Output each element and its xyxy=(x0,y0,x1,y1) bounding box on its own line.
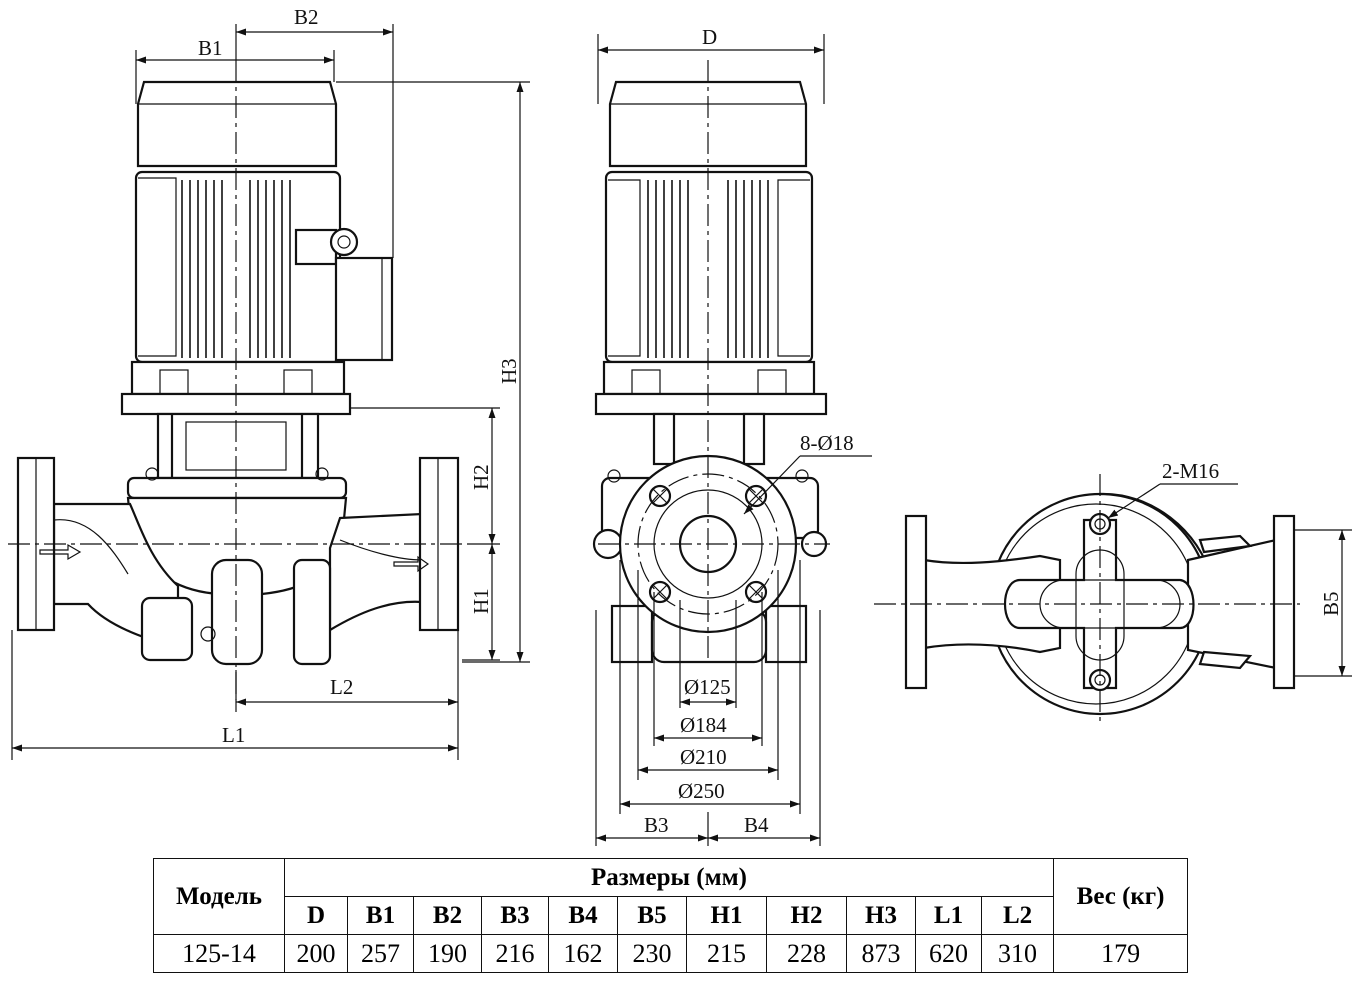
value-cell: 216 xyxy=(481,934,549,973)
label-h1: H1 xyxy=(469,588,493,614)
label-h2: H2 xyxy=(469,464,493,490)
label-d210: Ø210 xyxy=(680,745,727,769)
col-header: H3 xyxy=(846,896,916,935)
col-header: D xyxy=(284,896,348,935)
value-cell: 162 xyxy=(548,934,618,973)
weight-cell: 179 xyxy=(1053,934,1189,973)
front-view xyxy=(592,60,830,664)
side-view xyxy=(8,60,470,700)
col-header: L1 xyxy=(915,896,982,935)
label-d125: Ø125 xyxy=(684,675,731,699)
motor-fins-front xyxy=(647,180,769,358)
label-b3: B3 xyxy=(644,813,669,837)
value-cell: 215 xyxy=(686,934,767,973)
side-view-dimensions: B1 B2 H3 H2 H1 L2 L1 xyxy=(11,5,530,760)
value-cell: 190 xyxy=(413,934,482,973)
label-b2: B2 xyxy=(294,5,319,29)
value-cell: 230 xyxy=(617,934,687,973)
label-b5: B5 xyxy=(1319,591,1343,616)
label-d250: Ø250 xyxy=(678,779,725,803)
col-header: B1 xyxy=(347,896,414,935)
col-header: L2 xyxy=(980,896,1055,935)
model-header: Модель xyxy=(153,858,285,935)
value-cell: 200 xyxy=(284,934,348,973)
col-header: B2 xyxy=(413,896,482,935)
front-view-dimensions: D 8-Ø18 Ø125 Ø184 Ø210 Ø250 B3 B4 xyxy=(595,25,872,846)
label-d184: Ø184 xyxy=(680,713,727,737)
col-header: B3 xyxy=(481,896,549,935)
top-view xyxy=(874,474,1300,724)
dimensions-header: Размеры (мм) xyxy=(283,858,1055,897)
motor-fins-side xyxy=(181,180,291,358)
value-cell: 873 xyxy=(846,934,916,973)
label-l1: L1 xyxy=(222,723,245,747)
label-h3: H3 xyxy=(497,358,521,384)
pump-dimension-drawing: B1 B2 H3 H2 H1 L2 L1 xyxy=(8,5,1352,846)
table-row: 125-14 200 257 190 216 162 230 215 228 8… xyxy=(153,934,1189,973)
label-b1: B1 xyxy=(198,36,223,60)
label-threads: 2-M16 xyxy=(1162,459,1219,483)
label-holes: 8-Ø18 xyxy=(800,431,854,455)
col-header: H1 xyxy=(686,896,767,935)
value-cell: 620 xyxy=(915,934,982,973)
weight-header: Вес (кг) xyxy=(1053,858,1189,935)
label-b4: B4 xyxy=(744,813,769,837)
label-d: D xyxy=(702,25,717,49)
label-l2: L2 xyxy=(330,675,353,699)
value-cell: 257 xyxy=(347,934,414,973)
value-cell: 228 xyxy=(766,934,847,973)
col-header: H2 xyxy=(766,896,847,935)
specifications-table: Модель Размеры (мм) Вес (кг) D B1 B2 B3 … xyxy=(153,858,1189,973)
value-cell: 310 xyxy=(980,934,1055,973)
col-header: B4 xyxy=(548,896,618,935)
model-cell: 125-14 xyxy=(153,934,285,973)
bolt-holes xyxy=(648,484,768,604)
top-view-dimensions: 2-M16 B5 xyxy=(1107,459,1352,677)
col-header: B5 xyxy=(617,896,687,935)
